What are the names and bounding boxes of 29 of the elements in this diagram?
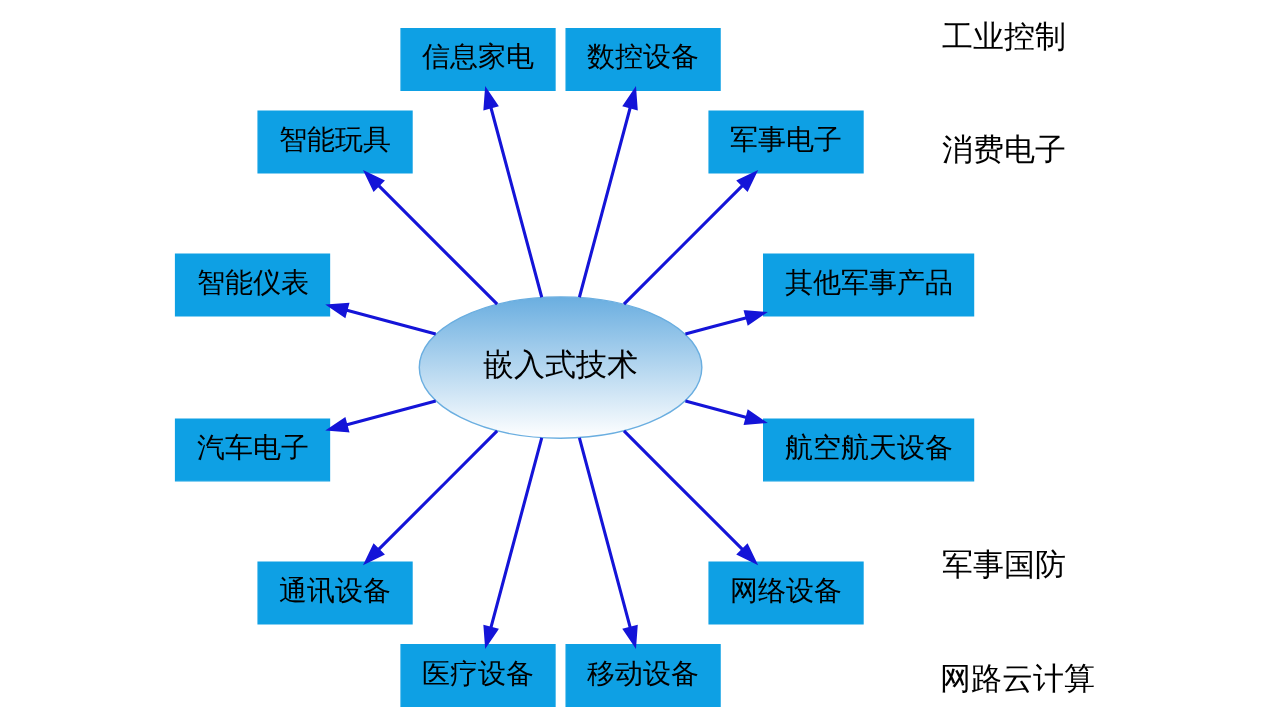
node-box: 信息家电	[399, 28, 556, 91]
arrow	[577, 437, 638, 649]
arrow	[622, 429, 758, 566]
arrow	[482, 86, 543, 298]
node-box: 军事电子	[707, 110, 864, 174]
arrow	[577, 86, 638, 298]
node-ellipse: 嵌入式技术	[418, 296, 703, 439]
arrow	[324, 302, 436, 336]
arrow	[684, 310, 768, 336]
label: 消费电子	[941, 130, 1066, 167]
label: 工业控制	[941, 17, 1066, 54]
node-box: 智能玩具	[256, 110, 413, 174]
arrow	[482, 437, 543, 649]
node-box: 智能仪表	[174, 253, 330, 317]
node-box: 汽车电子	[174, 418, 330, 482]
arrow	[622, 169, 758, 306]
arrow	[684, 399, 768, 425]
node-box: 医疗设备	[399, 644, 556, 708]
label: 军事国防	[941, 546, 1066, 583]
node-box: 移动设备	[564, 644, 721, 708]
arrow	[324, 399, 436, 433]
arrow	[362, 429, 498, 566]
node-box: 通讯设备	[256, 561, 413, 625]
node-box: 其他军事产品	[762, 253, 974, 317]
node-box: 航空航天设备	[762, 418, 974, 482]
arrow	[362, 169, 498, 306]
node-box: 数控设备	[564, 28, 721, 91]
node-box: 网络设备	[707, 561, 864, 625]
label: 网路云计算	[939, 659, 1095, 696]
